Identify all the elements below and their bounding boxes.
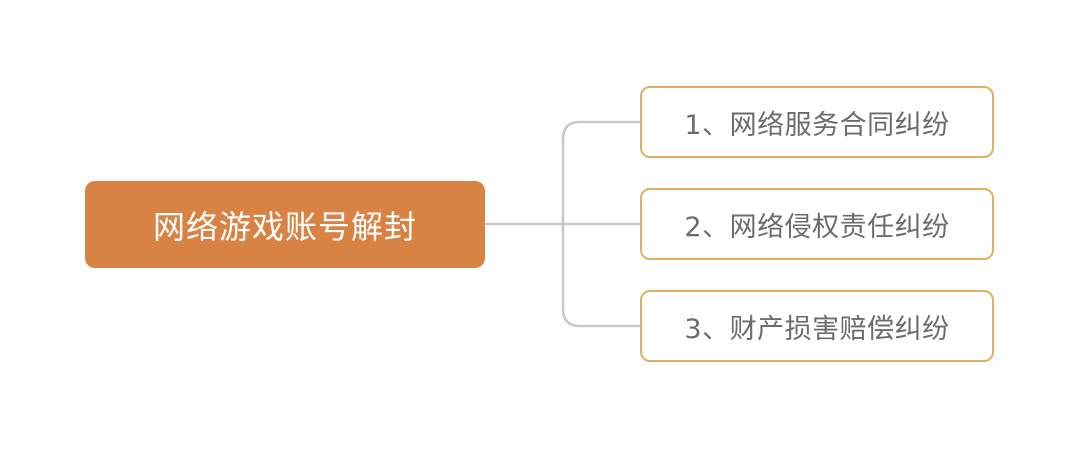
- root-node-label: 网络游戏账号解封: [152, 207, 417, 246]
- root-node: 网络游戏账号解封: [85, 181, 485, 268]
- child-node-3: 3、财产损害赔偿纠纷: [640, 290, 994, 362]
- child-node-2-label: 2、网络侵权责任纠纷: [684, 211, 950, 243]
- child-node-3-label: 3、财产损害赔偿纠纷: [684, 313, 950, 345]
- child-node-2: 2、网络侵权责任纠纷: [640, 188, 994, 260]
- child-node-1: 1、网络服务合同纠纷: [640, 86, 994, 158]
- child-node-1-label: 1、网络服务合同纠纷: [684, 109, 950, 141]
